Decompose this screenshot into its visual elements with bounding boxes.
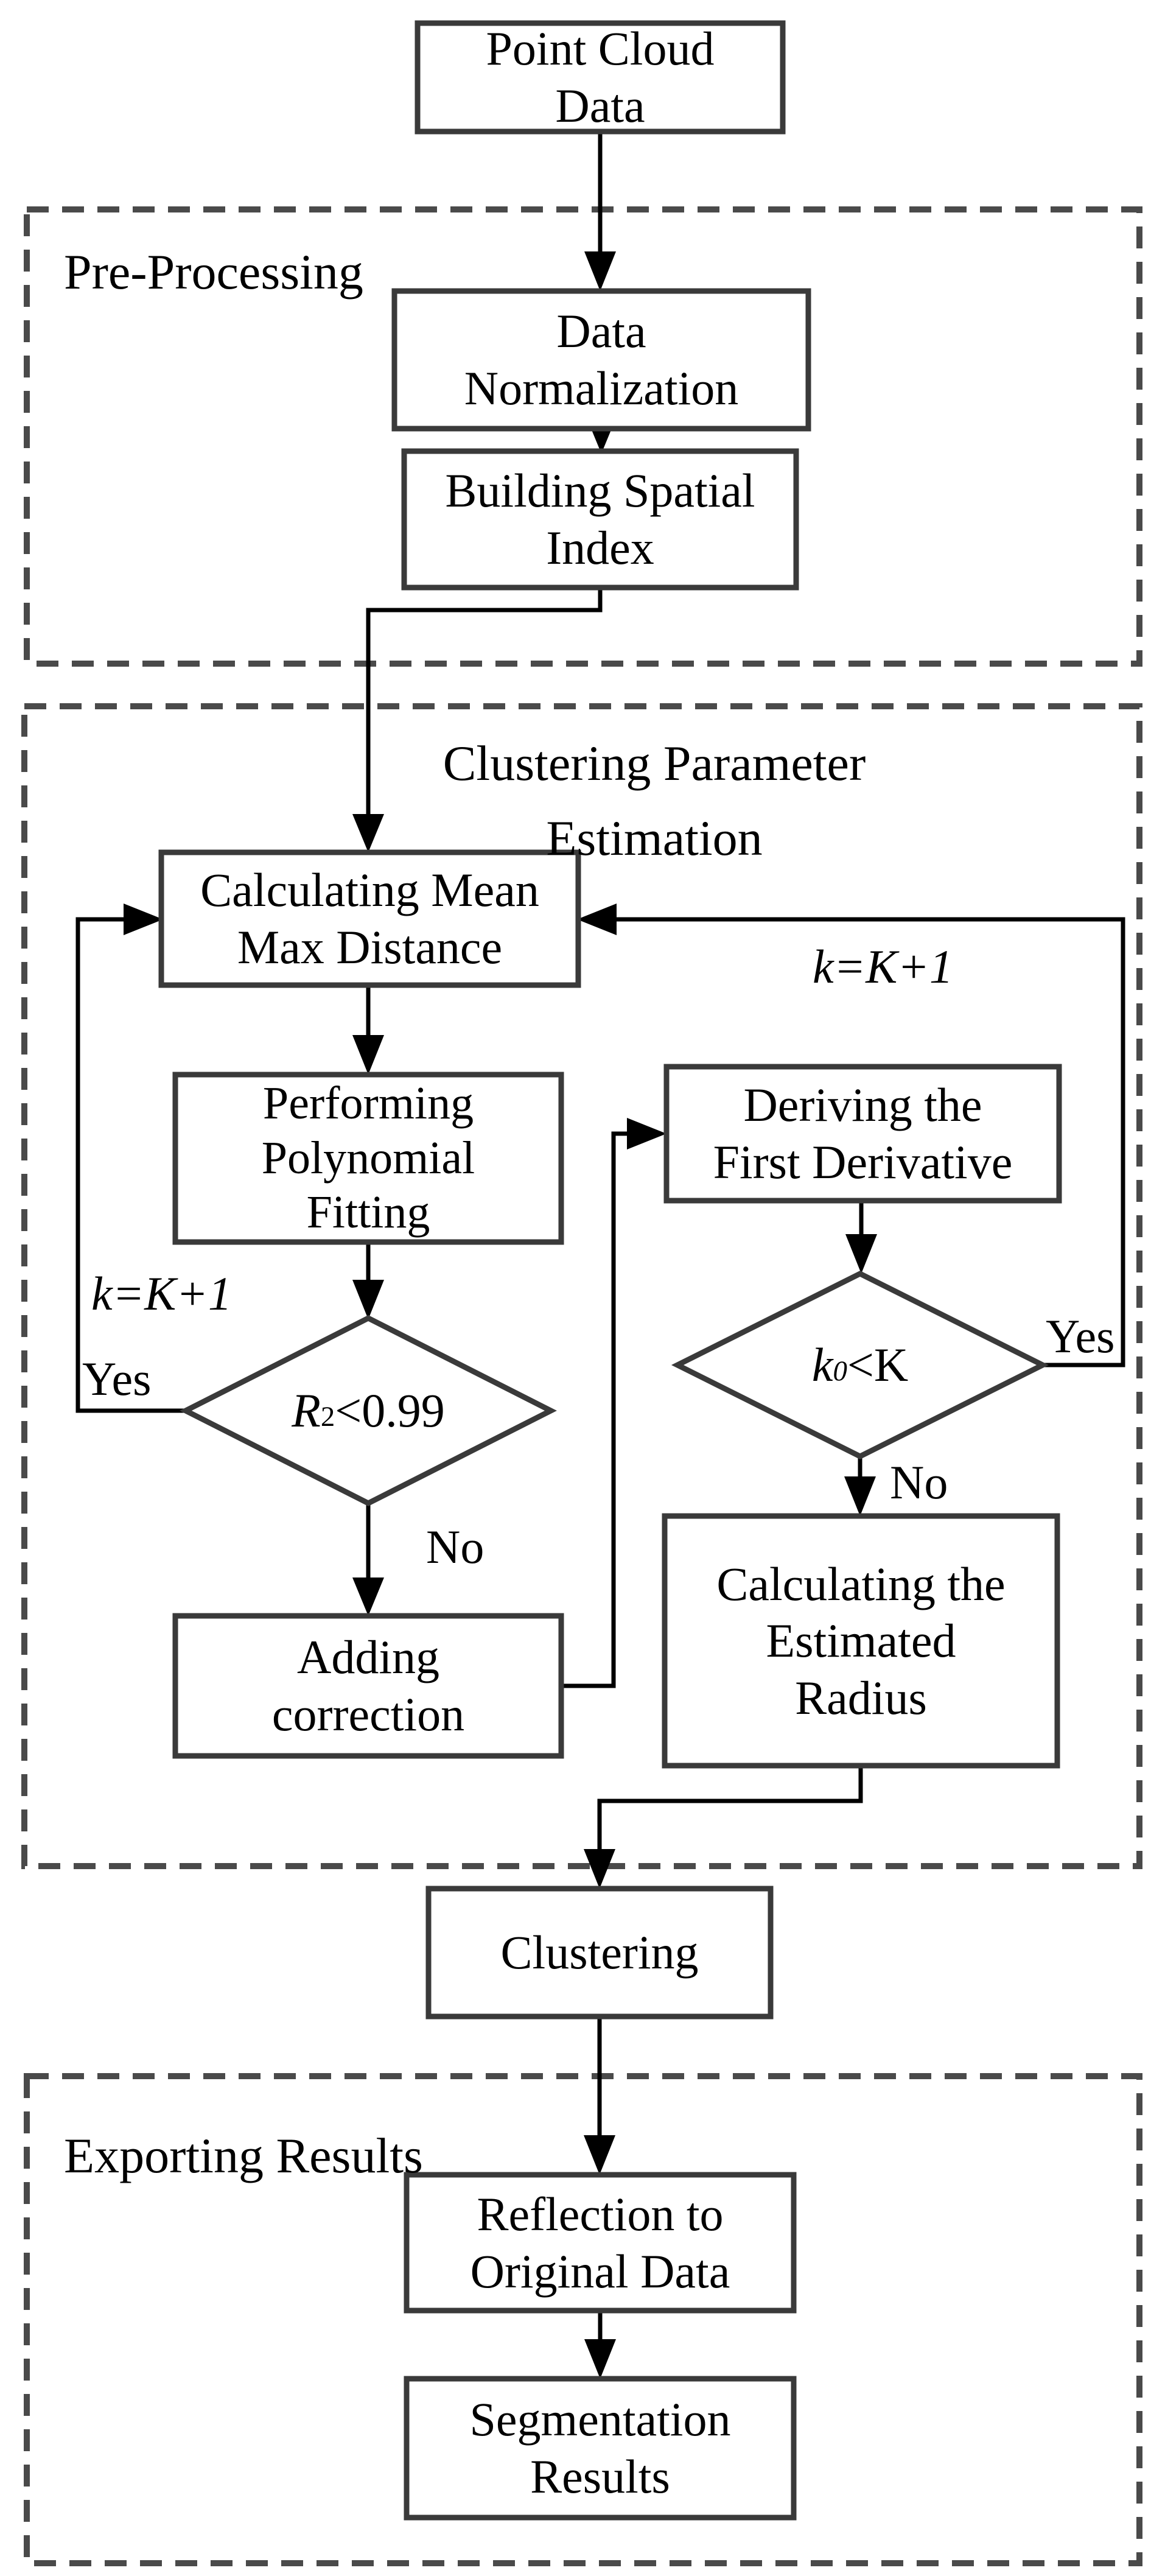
building-spatial-index-box-outline	[401, 448, 799, 591]
k-update-label-right: k=K+1	[813, 940, 953, 993]
k0-decision-diamond-outline	[671, 1270, 1049, 1460]
clustering-box-outline	[425, 1886, 774, 2020]
segmentation-results-box-outline	[404, 2376, 797, 2521]
node-label-line: Estimated	[766, 1614, 956, 1668]
yes-label-right: Yes	[1046, 1310, 1115, 1363]
node-label-line: Data	[556, 304, 646, 358]
node-label-line: Building Spatial	[445, 464, 755, 518]
performing-polynomial-fitting-box-outline	[172, 1072, 564, 1245]
edge-reflection-to-segmentation	[584, 2311, 616, 2379]
calculating-estimated-radius-box: Calculating the Estimated Radius	[665, 1516, 1057, 1766]
node-label-line: Original Data	[470, 2244, 730, 2298]
exporting-section-outline	[24, 2073, 1142, 2566]
r2-decision-diamond-outline	[180, 1314, 557, 1507]
node-label-line: Performing	[262, 1077, 474, 1129]
adding-correction-box-outline	[172, 1613, 564, 1759]
node-label-line: Point Cloud	[486, 22, 715, 75]
node-label-line: Polynomial	[261, 1132, 475, 1184]
node-label-line: Index	[546, 521, 654, 574]
edge-r2decision-no-to-addingcorrection	[352, 1503, 384, 1616]
clustering-estimation-section-outline	[21, 703, 1142, 1869]
calculating-mean-max-distance-box-outline	[158, 849, 581, 988]
pre-processing-section-outline	[24, 206, 1142, 667]
decision-variable: R	[292, 1384, 321, 1437]
edge-estradius-to-clustering	[584, 1766, 863, 1889]
reflection-original-data-box: Reflection to Original Data	[407, 2175, 794, 2311]
node-label-line: First Derivative	[713, 1135, 1013, 1188]
edge-k0decision-no-to-estradius	[844, 1456, 876, 1516]
building-spatial-index-box: Building Spatial Index	[404, 451, 796, 588]
no-label-left: No	[426, 1520, 485, 1573]
decision-condition: <0.99	[335, 1384, 445, 1437]
node-label-line: Segmentation	[469, 2393, 731, 2446]
adding-correction-box: Adding correction	[175, 1616, 561, 1756]
edge-clustering-to-reflection	[584, 2016, 615, 2175]
node-label-line: Fitting	[306, 1187, 430, 1238]
segmentation-results-box: Segmentation Results	[407, 2379, 794, 2518]
node-label-line: Adding	[297, 1630, 439, 1684]
node-label-line: Clustering	[500, 1926, 699, 1979]
edge-addingcorrection-to-deriving	[561, 1118, 666, 1688]
edge-polyfit-to-r2decision	[352, 1242, 384, 1319]
data-normalization-box: Data Normalization	[394, 291, 808, 429]
node-label-line: correction	[271, 1688, 465, 1741]
data-normalization-box-outline	[391, 288, 811, 432]
clustering-estimation-label-line1: Clustering Parameter	[443, 735, 866, 791]
node-label-line: Reflection to	[477, 2187, 724, 2241]
clustering-estimation-label-line2: Estimation	[546, 810, 763, 866]
pre-processing-section-label: Pre-Processing	[64, 244, 363, 300]
node-label-line: Max Distance	[237, 921, 503, 974]
edge-pointcloud-to-normalization	[584, 132, 616, 291]
node-label-line: Normalization	[464, 362, 739, 415]
calculating-mean-max-distance-box: Calculating Mean Max Distance	[161, 852, 578, 985]
edge-spatialindex-to-calcmeanmax	[352, 588, 603, 852]
point-cloud-data-box-outline	[415, 20, 786, 135]
node-label-line: Results	[530, 2450, 670, 2503]
clustering-box: Clustering	[429, 1889, 771, 2016]
edge-k0decision-yes-loop-to-calcmeanmax	[577, 904, 1125, 1367]
yes-label-left: Yes	[82, 1352, 152, 1405]
decision-condition: <K	[847, 1338, 909, 1391]
point-cloud-data-box: Point Cloud Data	[418, 22, 783, 132]
node-label-line: Deriving the	[743, 1078, 982, 1132]
node-label-line: Data	[555, 79, 645, 132]
clustering-estimation-section-label: Clustering Parameter Estimation	[377, 726, 931, 876]
decision-variable: k	[811, 1338, 833, 1391]
deriving-first-derivative-box-outline	[663, 1064, 1062, 1204]
edge-calcmeanmax-to-polyfit	[352, 985, 384, 1075]
no-label-right: No	[890, 1456, 948, 1509]
edge-r2decision-yes-loop-to-calcmeanmax	[75, 904, 186, 1413]
edge-deriving-to-k0decision	[845, 1201, 877, 1274]
reflection-box-outline	[404, 2172, 797, 2314]
deriving-first-derivative-box: Deriving the First Derivative	[666, 1067, 1059, 1201]
node-label-line: Radius	[795, 1671, 927, 1724]
node-label-line: Calculating the	[716, 1557, 1006, 1610]
node-label-line: Calculating Mean	[200, 863, 539, 917]
k-update-label-left: k=K+1	[91, 1267, 232, 1320]
performing-polynomial-fitting-box: Performing Polynomial Fitting	[175, 1075, 561, 1242]
estimated-radius-box-outline	[662, 1513, 1060, 1769]
exporting-section-label: Exporting Results	[64, 2128, 423, 2183]
